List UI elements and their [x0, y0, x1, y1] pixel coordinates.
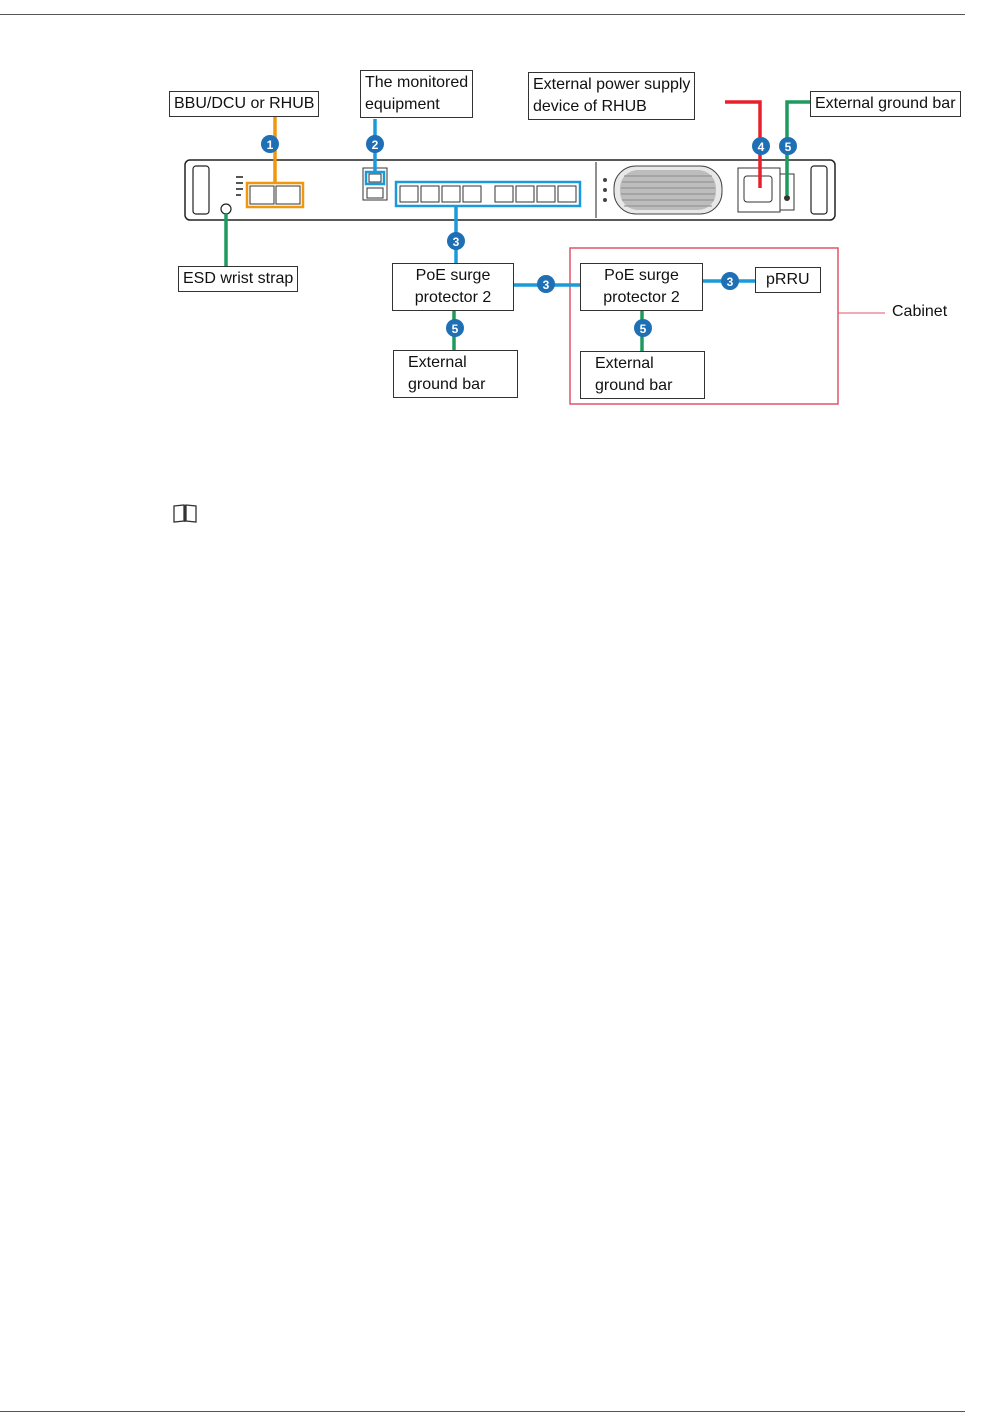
label-external-power-supply: External power supply device of RHUB	[528, 72, 695, 120]
svg-text:5: 5	[785, 140, 792, 154]
badge-5-top: 5	[779, 137, 797, 155]
label-external-ground-bar-left: External ground bar	[393, 350, 518, 398]
badge-3-mid: 3	[537, 275, 555, 293]
label-external-ground-bar-right: External ground bar	[580, 351, 705, 399]
label-bbu-dcu-rhub: BBU/DCU or RHUB	[169, 91, 319, 117]
svg-text:4: 4	[758, 140, 765, 154]
label-poe-surge-protector-right: PoE surge protector 2	[580, 263, 703, 311]
svg-text:3: 3	[453, 235, 460, 249]
label-prru: pRRU	[755, 267, 821, 293]
book-icon	[172, 502, 198, 524]
label-esd-wrist-strap: ESD wrist strap	[178, 266, 298, 292]
svg-text:5: 5	[640, 322, 647, 336]
svg-text:2: 2	[372, 138, 379, 152]
badge-1: 1	[261, 135, 279, 153]
svg-text:5: 5	[452, 322, 459, 336]
label-poe-surge-protector-left: PoE surge protector 2	[392, 263, 514, 311]
label-monitored-equipment: The monitored equipment	[360, 70, 473, 118]
badge-5-right: 5	[634, 319, 652, 337]
badge-3-down: 3	[447, 232, 465, 250]
svg-text:3: 3	[727, 275, 734, 289]
svg-text:1: 1	[267, 138, 274, 152]
badge-4: 4	[752, 137, 770, 155]
rhub-device	[185, 160, 835, 220]
label-external-ground-bar-top: External ground bar	[810, 91, 961, 117]
svg-text:3: 3	[543, 278, 550, 292]
badge-5-left: 5	[446, 319, 464, 337]
badge-2: 2	[366, 135, 384, 153]
badge-3-right: 3	[721, 272, 739, 290]
footer-rule	[0, 1411, 965, 1412]
label-cabinet: Cabinet	[892, 301, 947, 323]
